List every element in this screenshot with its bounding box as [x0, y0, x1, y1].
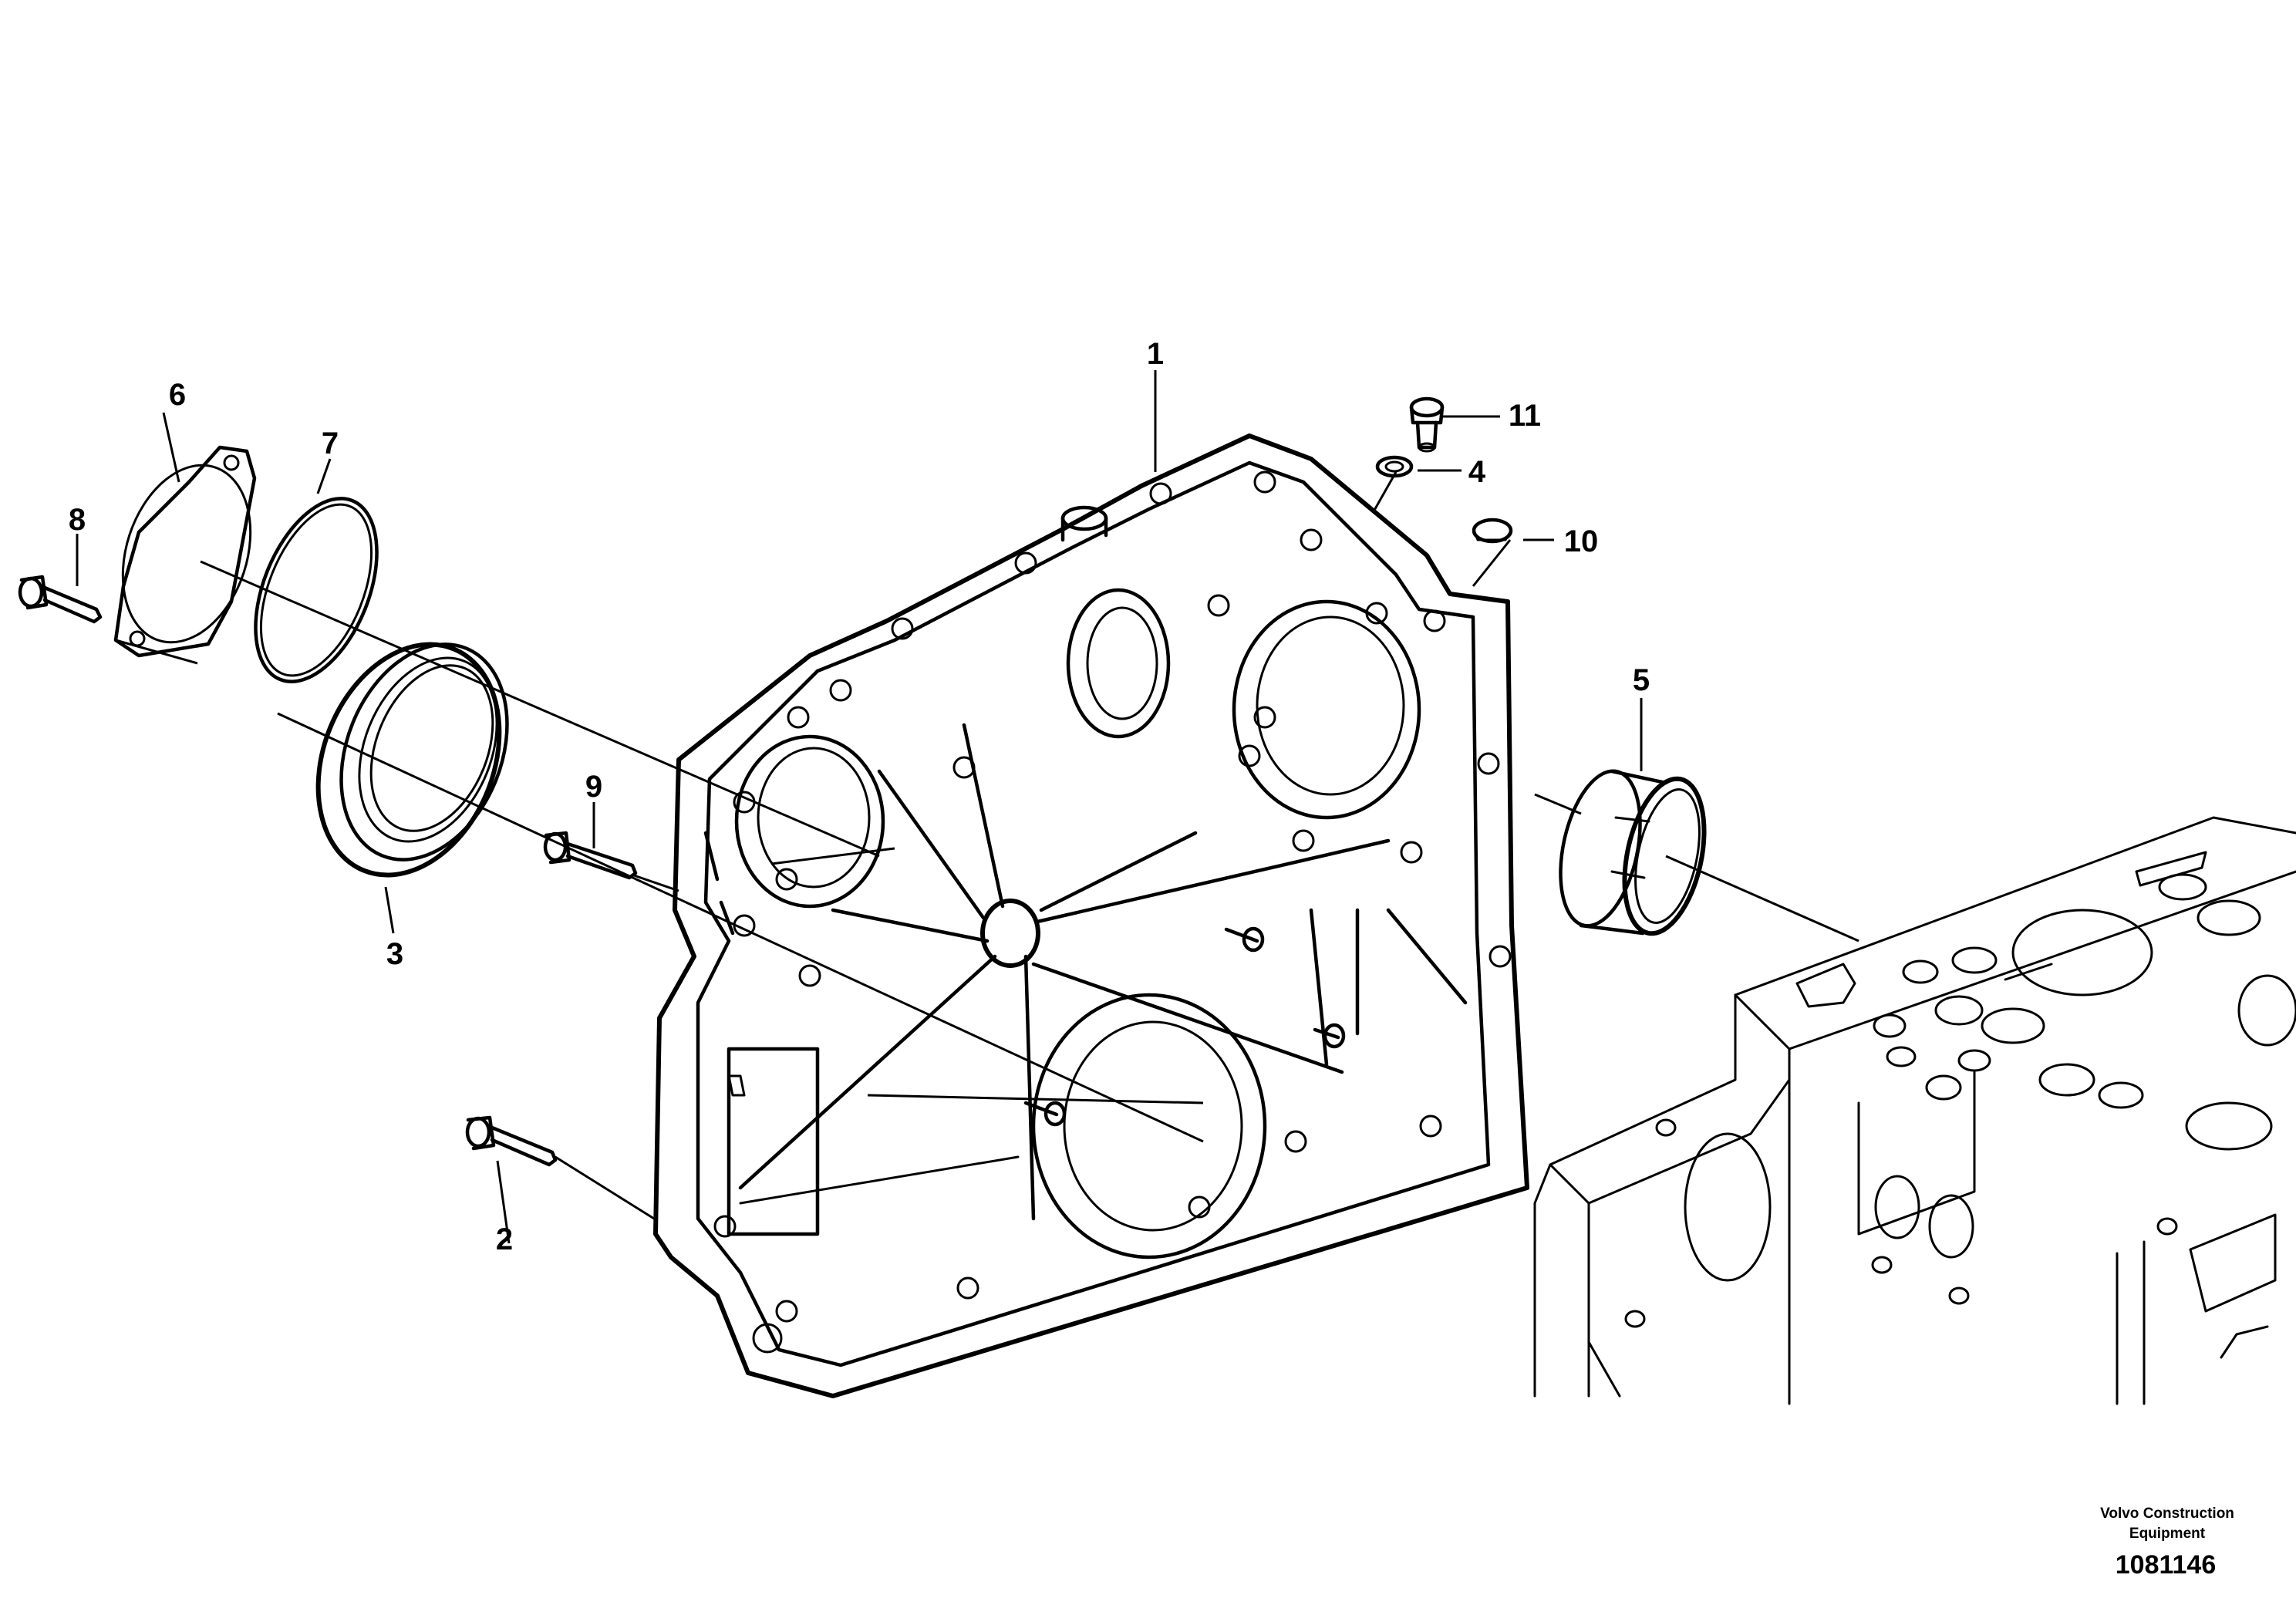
callout-9: 9 — [585, 770, 602, 804]
sleeve-bushing — [1559, 769, 1707, 936]
bolt-9 — [543, 831, 638, 880]
callout-6: 6 — [169, 378, 186, 412]
bolt-8 — [18, 575, 103, 624]
credit-line-2: Equipment — [2129, 1526, 2206, 1542]
engine-block — [1533, 816, 2296, 1405]
bolt-2 — [465, 1115, 558, 1167]
footer: Volvo Construction Equipment 1081146 — [2100, 1506, 2234, 1580]
callout-2: 2 — [496, 1222, 513, 1256]
callout-1: 1 — [1147, 337, 1164, 371]
timing-gear-housing — [653, 433, 1529, 1398]
crankshaft-seal — [315, 642, 509, 878]
o-ring — [254, 497, 379, 683]
reference-number: 1081146 — [2116, 1550, 2217, 1580]
callout-5: 5 — [1633, 663, 1650, 697]
plug-11 — [1409, 396, 1445, 453]
callout-3: 3 — [386, 937, 403, 971]
callout-numbers: 1 2 3 4 5 6 7 8 9 10 11 — [69, 337, 1650, 1256]
callout-10: 10 — [1564, 524, 1599, 558]
cover-plate — [113, 445, 257, 658]
callout-4: 4 — [1468, 455, 1486, 489]
leader-lines — [76, 370, 1859, 1244]
callout-7: 7 — [322, 427, 339, 460]
callout-11: 11 — [1509, 399, 1541, 433]
plug-10 — [1472, 518, 1513, 544]
credit-line-1: Volvo Construction — [2100, 1506, 2234, 1522]
callout-8: 8 — [69, 503, 86, 537]
